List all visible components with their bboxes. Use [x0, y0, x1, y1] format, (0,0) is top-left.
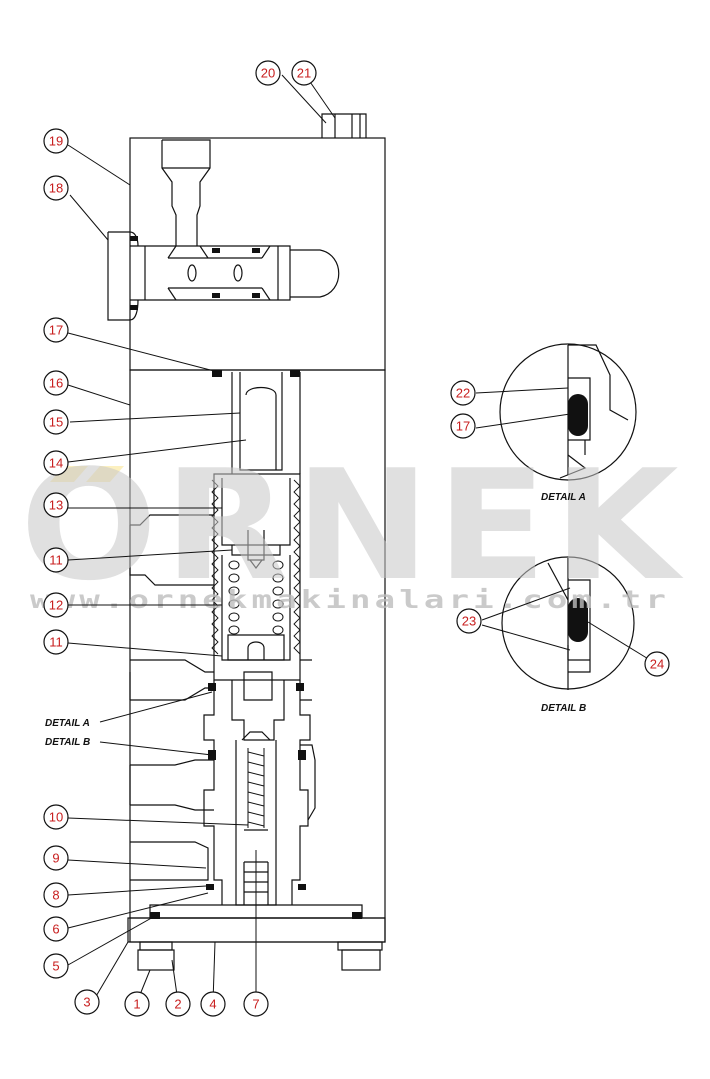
svg-text:15: 15 — [49, 415, 63, 430]
svg-text:14: 14 — [49, 456, 63, 471]
svg-text:24: 24 — [650, 657, 664, 672]
callout-22: 22 — [450, 380, 476, 406]
svg-text:10: 10 — [49, 810, 63, 825]
coil-13-outer — [211, 479, 301, 655]
callout-13: 13 — [43, 492, 69, 518]
svg-text:20: 20 — [261, 66, 275, 81]
svg-text:1: 1 — [133, 997, 140, 1012]
callout-17-detail: 17 — [450, 413, 476, 439]
svg-text:13: 13 — [49, 498, 63, 513]
callout-6: 6 — [43, 916, 69, 942]
svg-text:17: 17 — [456, 419, 470, 434]
callout-5: 5 — [43, 953, 69, 979]
callout-11-upper: 11 — [43, 547, 69, 573]
spring-10 — [247, 748, 265, 828]
svg-text:7: 7 — [252, 997, 259, 1012]
detail-a-reference: DETAIL A — [45, 718, 90, 729]
svg-text:11: 11 — [49, 635, 63, 650]
svg-text:17: 17 — [49, 323, 63, 338]
upper-seals — [130, 236, 260, 310]
callout-4: 4 — [200, 991, 226, 1017]
watermark-accent-right — [86, 466, 124, 482]
callout-8: 8 — [43, 882, 69, 908]
callout-7: 7 — [243, 991, 269, 1017]
watermark: ORNEK www.ornekmakinalari.com.tr — [20, 437, 685, 614]
leader-lines — [67, 74, 651, 1003]
detail-a-title: DETAIL A — [541, 492, 586, 503]
callout-20: 20 — [255, 60, 281, 86]
detail-b-reference: DETAIL B — [45, 737, 90, 748]
svg-text:21: 21 — [297, 66, 311, 81]
callout-9: 9 — [43, 845, 69, 871]
callout-12: 12 — [43, 592, 69, 618]
watermark-accent-left — [50, 466, 88, 482]
watermark-url: www.ornekmakinalari.com.tr — [30, 585, 670, 614]
svg-text:9: 9 — [52, 851, 59, 866]
detail-b-title: DETAIL B — [541, 703, 586, 714]
callout-19: 19 — [43, 128, 69, 154]
callout-3: 3 — [74, 989, 100, 1015]
callout-11-lower: 11 — [43, 629, 69, 655]
callout-1: 1 — [124, 991, 150, 1017]
watermark-brand: ORNEK — [20, 437, 685, 614]
callout-14: 14 — [43, 450, 69, 476]
spring-12 — [228, 560, 284, 635]
callout-10: 10 — [43, 804, 69, 830]
svg-text:22: 22 — [456, 386, 470, 401]
svg-text:12: 12 — [49, 598, 63, 613]
svg-text:3: 3 — [83, 995, 90, 1010]
callout-23: 23 — [456, 608, 482, 634]
svg-text:11: 11 — [49, 553, 63, 568]
callout-2: 2 — [165, 991, 191, 1017]
callout-15: 15 — [43, 409, 69, 435]
svg-text:16: 16 — [49, 376, 63, 391]
svg-text:23: 23 — [462, 614, 476, 629]
detail-b-view — [501, 556, 635, 690]
svg-text:8: 8 — [52, 888, 59, 903]
callout-18: 18 — [43, 175, 69, 201]
callout-17-main: 17 — [43, 317, 69, 343]
callout-16: 16 — [43, 370, 69, 396]
svg-text:6: 6 — [52, 922, 59, 937]
svg-text:5: 5 — [52, 959, 59, 974]
detail-b-seal — [568, 598, 588, 642]
lower-block — [129, 369, 386, 943]
callout-24: 24 — [644, 651, 670, 677]
detail-a-seal — [568, 394, 588, 436]
callout-21: 21 — [291, 60, 317, 86]
svg-text:18: 18 — [49, 181, 63, 196]
svg-text:4: 4 — [209, 997, 216, 1012]
upper-block — [107, 113, 386, 371]
svg-text:2: 2 — [174, 997, 181, 1012]
svg-text:19: 19 — [49, 134, 63, 149]
